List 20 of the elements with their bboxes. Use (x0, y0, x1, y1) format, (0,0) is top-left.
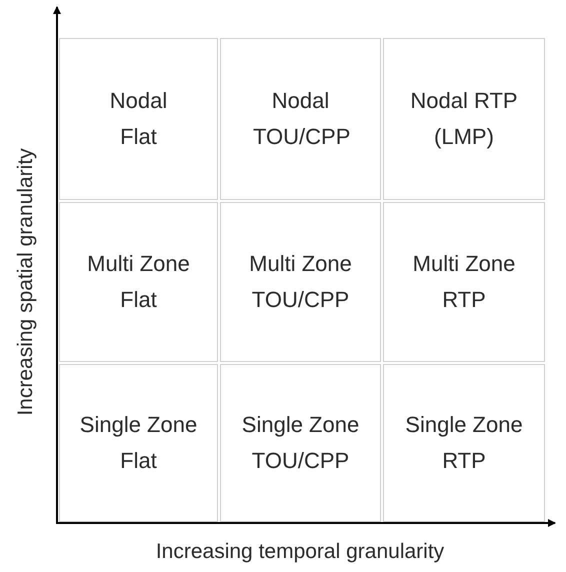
matrix-cell (59, 202, 218, 362)
matrix-cell (383, 364, 545, 522)
cell-label: Multi Zone RTP (412, 250, 516, 314)
cell-label: Nodal Flat (108, 87, 168, 151)
matrix-cell (220, 38, 381, 200)
matrix-cell (220, 202, 381, 362)
axis-title: Increasing temporal granularity (156, 540, 444, 564)
matrix-cell (220, 364, 381, 522)
cell-label: Single Zone Flat (78, 411, 198, 475)
cell-label: Multi Zone TOU/CPP (248, 250, 353, 314)
cell-label: Single Zone TOU/CPP (240, 411, 360, 475)
matrix-cell (383, 202, 545, 362)
cell-label: Multi Zone Flat (86, 250, 191, 314)
matrix-cell (59, 38, 218, 200)
matrix-cell (383, 38, 545, 200)
axis-title: Increasing spatial granularity (14, 148, 38, 416)
cell-label: Nodal RTP (LMP) (409, 87, 519, 151)
cell-label: Single Zone RTP (404, 411, 524, 475)
cell-label: Nodal TOU/CPP (253, 87, 348, 151)
matrix-cell (59, 364, 218, 522)
